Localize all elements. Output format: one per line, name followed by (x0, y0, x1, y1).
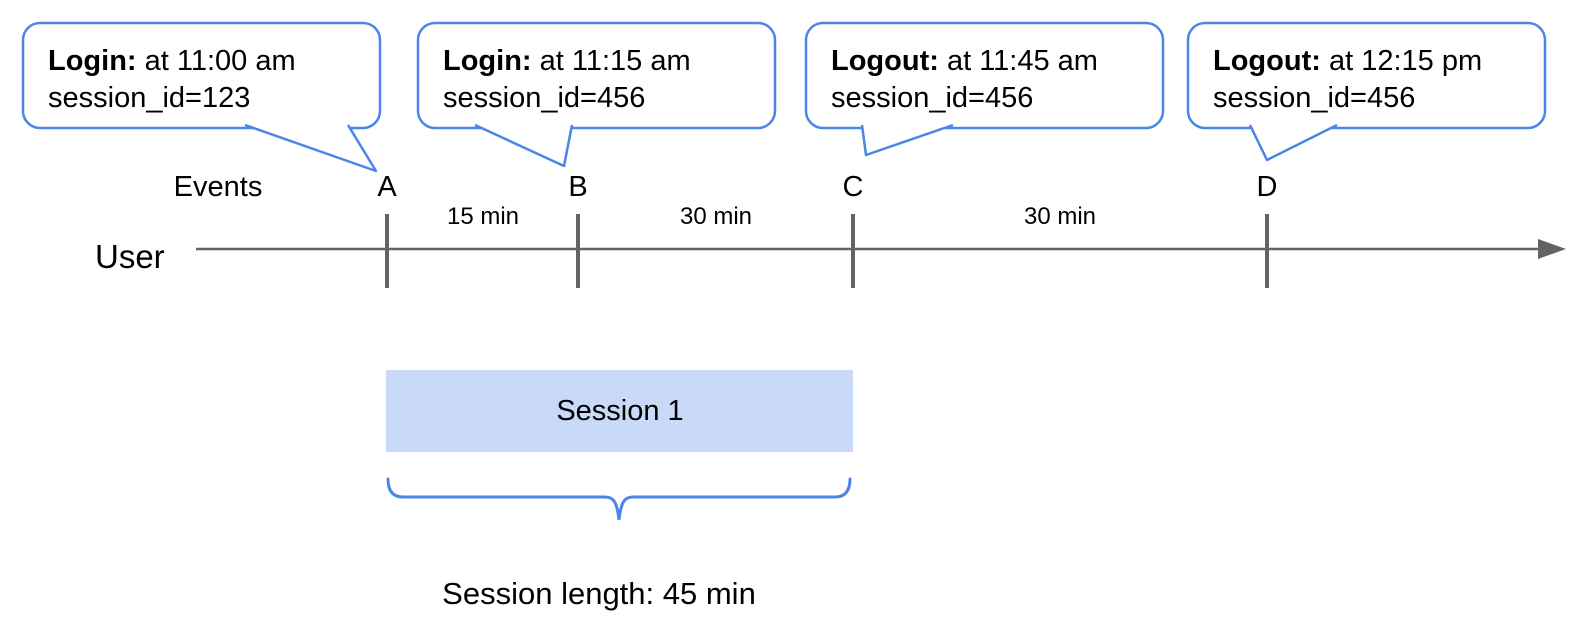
session-bar-rect (386, 370, 853, 452)
bubble-line1: Login: at 11:15 am (443, 45, 691, 77)
bubble-box (21, 21, 382, 130)
bubble-event-type: Logout: (1213, 45, 1321, 77)
speech-bubble-login-a: Login: at 11:00 am session_id=123 (21, 21, 382, 173)
speech-bubble-logout-c: Logout: at 11:45 am session_id=456 (804, 21, 1165, 157)
events-row-label: Events (174, 171, 263, 203)
event-marker-a: A (377, 171, 397, 203)
bubble-tail (244, 123, 378, 173)
bubble-event-type: Login: (48, 45, 137, 77)
user-row-label: User (95, 238, 165, 275)
timeline-axis (196, 214, 1566, 288)
interval-label-bc: 30 min (680, 203, 752, 230)
bubble-box (804, 21, 1165, 130)
bubble-tail (1248, 123, 1338, 162)
bubble-tail (860, 123, 954, 157)
speech-bubble-logout-d: Logout: at 12:15 pm session_id=456 (1186, 21, 1547, 162)
session-length-brace (386, 477, 852, 521)
speech-bubble-login-b: Login: at 11:15 am session_id=456 (416, 21, 777, 168)
bubble-event-type: Logout: (831, 45, 939, 77)
bubble-event-time: at 11:15 am (532, 45, 691, 77)
bubble-box (416, 21, 777, 130)
bubble-session-id: session_id=123 (48, 82, 250, 114)
bubble-line1: Logout: at 11:45 am (831, 45, 1098, 77)
event-marker-d: D (1257, 171, 1278, 203)
event-marker-b: B (568, 171, 587, 203)
interval-label-ab: 15 min (447, 203, 519, 230)
bubble-box (1186, 21, 1547, 130)
axis-arrowhead-icon (1538, 239, 1566, 259)
bubble-event-time: at 11:45 am (939, 45, 1098, 77)
event-marker-c: C (843, 171, 864, 203)
bubble-event-type: Login: (443, 45, 532, 77)
session-bar: Session 1 (386, 370, 853, 452)
bubble-session-id: session_id=456 (443, 82, 645, 114)
bubble-session-id: session_id=456 (831, 82, 1033, 114)
session-length-label: Session length: 45 min (442, 576, 756, 611)
bubble-tail (474, 123, 574, 168)
bubble-line1: Logout: at 12:15 pm (1213, 45, 1482, 77)
bubble-event-time: at 11:00 am (137, 45, 296, 77)
bubble-line1: Login: at 11:00 am (48, 45, 296, 77)
interval-label-cd: 30 min (1024, 203, 1096, 230)
bubble-session-id: session_id=456 (1213, 82, 1415, 114)
session-bar-label: Session 1 (556, 395, 683, 427)
bubble-event-time: at 12:15 pm (1321, 45, 1482, 77)
